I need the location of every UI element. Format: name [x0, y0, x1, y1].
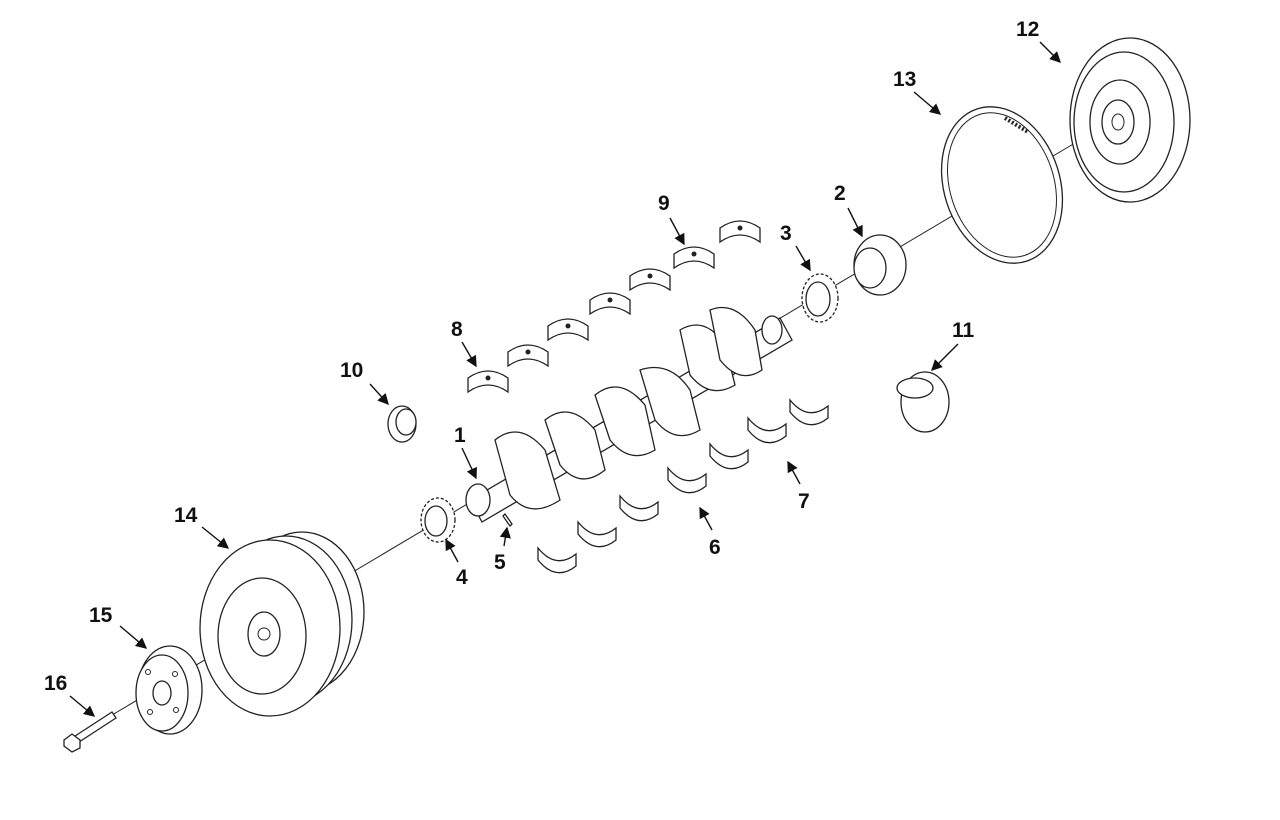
callout-13: 13: [893, 68, 916, 91]
lower-thrust-bearing-shells: [747, 399, 829, 444]
rear-wear-sleeve: [896, 371, 950, 433]
crankshaft: [465, 306, 793, 523]
callout-14: 14: [174, 504, 198, 527]
callout-12: 12: [1016, 18, 1039, 41]
rear-oil-seal: [853, 234, 907, 296]
callout-3: 3: [780, 222, 792, 245]
upper-main-bearing-shells: [467, 268, 671, 393]
woodruff-key: [502, 512, 513, 528]
vibration-damper-pulley: [199, 531, 365, 717]
pulley-hub: [135, 645, 203, 735]
flywheel-ring-gear: [940, 106, 1064, 264]
callout-1: 1: [454, 424, 466, 447]
leader-arrows: [69, 41, 1061, 717]
callout-labels: 1 2 3 4 5 6 7 8 9 10 11 12 13 14 15 16: [44, 18, 1039, 695]
callout-15: 15: [89, 604, 113, 627]
front-wear-sleeve: [387, 405, 417, 443]
callout-16: 16: [44, 672, 67, 695]
crankshaft-rear-gear: [801, 273, 839, 323]
callout-5: 5: [494, 551, 506, 574]
callout-9: 9: [658, 192, 670, 215]
crank-bolt: [63, 711, 117, 753]
callout-10: 10: [340, 359, 363, 382]
callout-2: 2: [834, 182, 846, 205]
callout-8: 8: [451, 318, 463, 341]
callout-6: 6: [709, 536, 721, 559]
flywheel: [1069, 37, 1191, 203]
upper-thrust-bearing-shells: [673, 220, 761, 269]
crankshaft-front-gear: [420, 497, 456, 543]
callout-11: 11: [952, 319, 975, 342]
callout-7: 7: [798, 490, 810, 513]
callout-4: 4: [456, 566, 468, 589]
